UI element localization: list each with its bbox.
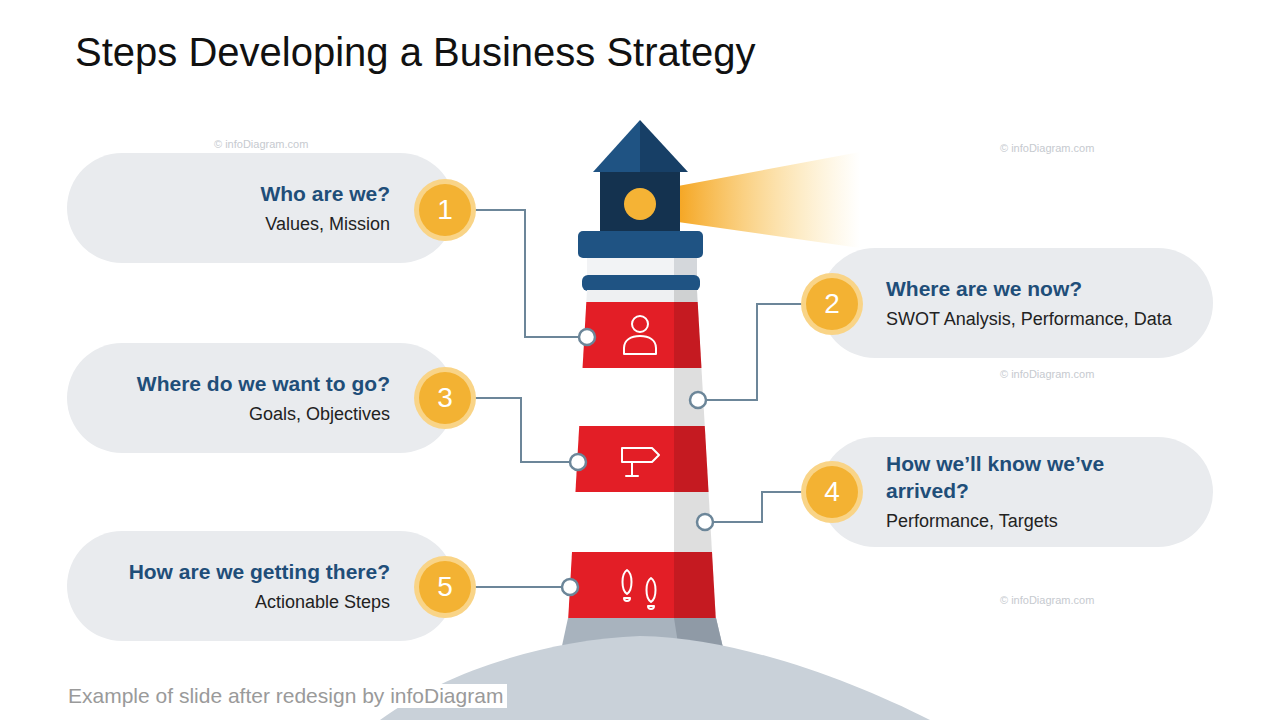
- callout-number: 1: [419, 184, 471, 236]
- step-box: Where are we now? SWOT Analysis, Performa…: [820, 248, 1213, 358]
- step-detail: Goals, Objectives: [90, 401, 390, 427]
- slide-caption: Example of slide after redesign by infoD…: [64, 684, 507, 708]
- callout-number: 3: [419, 372, 471, 424]
- leader-line: [474, 210, 579, 337]
- upper-band-shade: [674, 258, 697, 276]
- step-box: How are we getting there? Actionable Step…: [67, 531, 455, 641]
- lantern-room: [600, 172, 680, 232]
- step-detail: Actionable Steps: [90, 589, 390, 615]
- leader-line: [713, 492, 803, 522]
- text-block: Where do we want to go? Goals, Objectives: [90, 343, 390, 453]
- person-icon: [624, 316, 656, 354]
- strategy-icon: [620, 378, 667, 414]
- slide-title: Steps Developing a Business Strategy: [75, 30, 755, 75]
- leader-dot: [697, 514, 713, 530]
- text-block: Who are we? Values, Mission: [90, 153, 390, 263]
- step-number: 3: [437, 383, 453, 413]
- step-box: How we’ll know we’ve arrived? Performance…: [820, 437, 1213, 547]
- step-number: 5: [437, 572, 453, 602]
- blue-ring: [582, 275, 700, 291]
- step-detail: Performance, Targets: [886, 508, 1186, 534]
- step-question: How are we getting there?: [90, 558, 390, 585]
- light-beam: [678, 152, 860, 248]
- watermark: © infoDiagram.com: [1000, 594, 1094, 606]
- lamp: [624, 188, 656, 220]
- step-number: 4: [824, 477, 840, 507]
- leader-line: [474, 398, 570, 462]
- step-detail: SWOT Analysis, Performance, Data: [886, 306, 1186, 332]
- step-question: Where are we now?: [886, 275, 1186, 302]
- step-number: 1: [437, 195, 453, 225]
- upper-band: [587, 258, 697, 276]
- callout-number: 4: [806, 466, 858, 518]
- step-box: Where do we want to go? Goals, Objectives: [67, 343, 455, 453]
- roof: [593, 120, 640, 172]
- watermark: © infoDiagram.com: [1000, 142, 1094, 154]
- callout-number: 5: [419, 561, 471, 613]
- text-block: Where are we now? SWOT Analysis, Performa…: [886, 248, 1186, 358]
- step-number: 2: [824, 289, 840, 319]
- leader-line: [706, 304, 803, 400]
- text-block: How are we getting there? Actionable Step…: [90, 531, 390, 641]
- leader-dot: [570, 454, 586, 470]
- text-block: How we’ll know we’ve arrived? Performance…: [886, 437, 1186, 547]
- step-box: Who are we? Values, Mission: [67, 153, 455, 263]
- gallery: [578, 231, 703, 258]
- step-question: Where do we want to go?: [90, 370, 390, 397]
- tower-body: [560, 290, 734, 630]
- leader-dot: [690, 392, 706, 408]
- leader-dot: [562, 579, 578, 595]
- watermark: © infoDiagram.com: [214, 138, 308, 150]
- callout-number: 2: [806, 278, 858, 330]
- step-question: How we’ll know we’ve arrived?: [886, 450, 1186, 504]
- watermark: © infoDiagram.com: [1000, 368, 1094, 380]
- leader-line: [474, 586, 562, 588]
- leader-dot: [579, 329, 595, 345]
- roof-shade: [640, 120, 688, 172]
- step-detail: Values, Mission: [90, 211, 390, 237]
- step-question: Who are we?: [90, 180, 390, 207]
- target-icon: [622, 501, 661, 540]
- footprints-icon: [623, 570, 656, 609]
- signpost-icon: [622, 448, 659, 476]
